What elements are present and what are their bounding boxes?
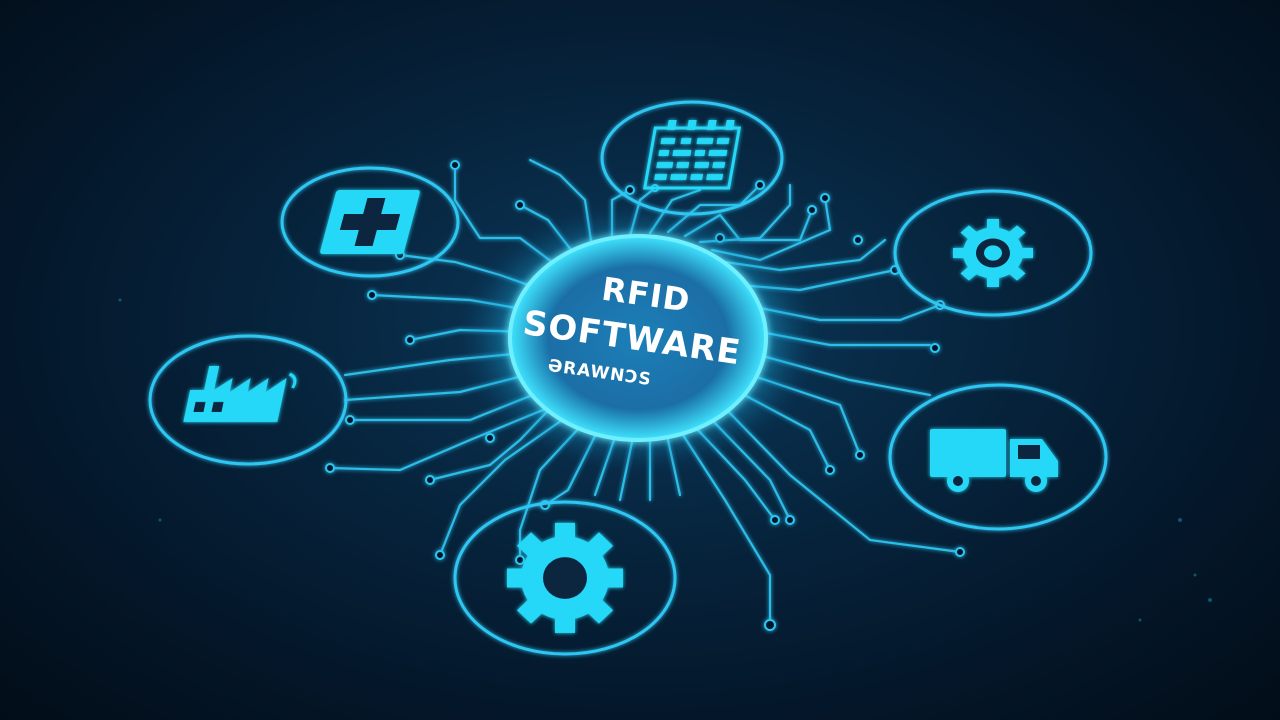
large-gear-icon: [507, 522, 623, 634]
operations-node-ring: [453, 500, 677, 656]
truck-icon: [930, 429, 1058, 492]
logistics-node-ring: [888, 383, 1108, 531]
medical-node-ring: [280, 166, 460, 278]
factory-node-ring: [148, 334, 348, 466]
background-sparkles: [118, 298, 1212, 622]
document-node-ring: [600, 100, 784, 216]
trace-endpoints: [325, 160, 965, 631]
medical-cross-icon: [320, 190, 420, 254]
factory-icon: [183, 366, 297, 422]
data-document-icon: [642, 120, 742, 190]
gear-icon: [953, 219, 1033, 287]
rfid-software-hub: RFID SOFTWARE ƏRAWNƆS: [458, 203, 818, 473]
settings-node-ring: [893, 189, 1093, 317]
